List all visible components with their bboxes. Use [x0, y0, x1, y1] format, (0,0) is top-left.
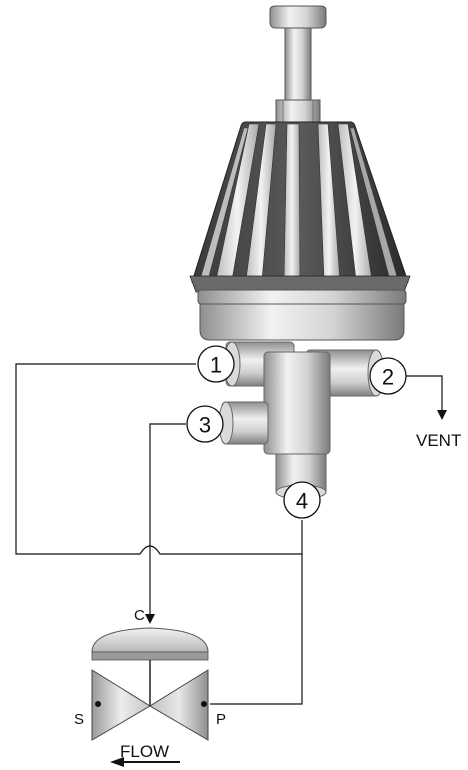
flow-label: FLOW [120, 742, 169, 761]
vent-label: VENT [416, 431, 461, 450]
actuator-arrow-head [145, 614, 155, 624]
actuator-stem [269, 5, 327, 125]
process-valve [91, 627, 209, 741]
flange [197, 289, 407, 341]
vent-arrow-head [437, 410, 447, 420]
pneumatic-lines [15, 363, 447, 705]
line-port2-to-vent [406, 375, 443, 414]
port-2-label: 2 [382, 365, 394, 390]
port-3-label: 3 [199, 413, 211, 438]
pilot-valve-body [218, 341, 385, 500]
port-4: 4 [283, 481, 321, 519]
port-1-label: 1 [210, 353, 222, 378]
line-port4-to-supply-p [210, 554, 303, 705]
supply-s-label: S [74, 711, 84, 728]
pressure-p-label: P [216, 711, 226, 728]
control-port-label: C [134, 607, 145, 624]
finned-bonnet [189, 121, 411, 293]
line-port3-to-actuator [149, 423, 186, 618]
port-4-label: 4 [296, 489, 308, 514]
flow-indicator: FLOW [110, 742, 180, 767]
port-1: 1 [197, 345, 235, 383]
flow-arrow-head [110, 757, 124, 767]
port-3: 3 [186, 405, 224, 443]
line-port1-to-port4 [15, 363, 303, 555]
port-2: 2 [369, 357, 407, 395]
